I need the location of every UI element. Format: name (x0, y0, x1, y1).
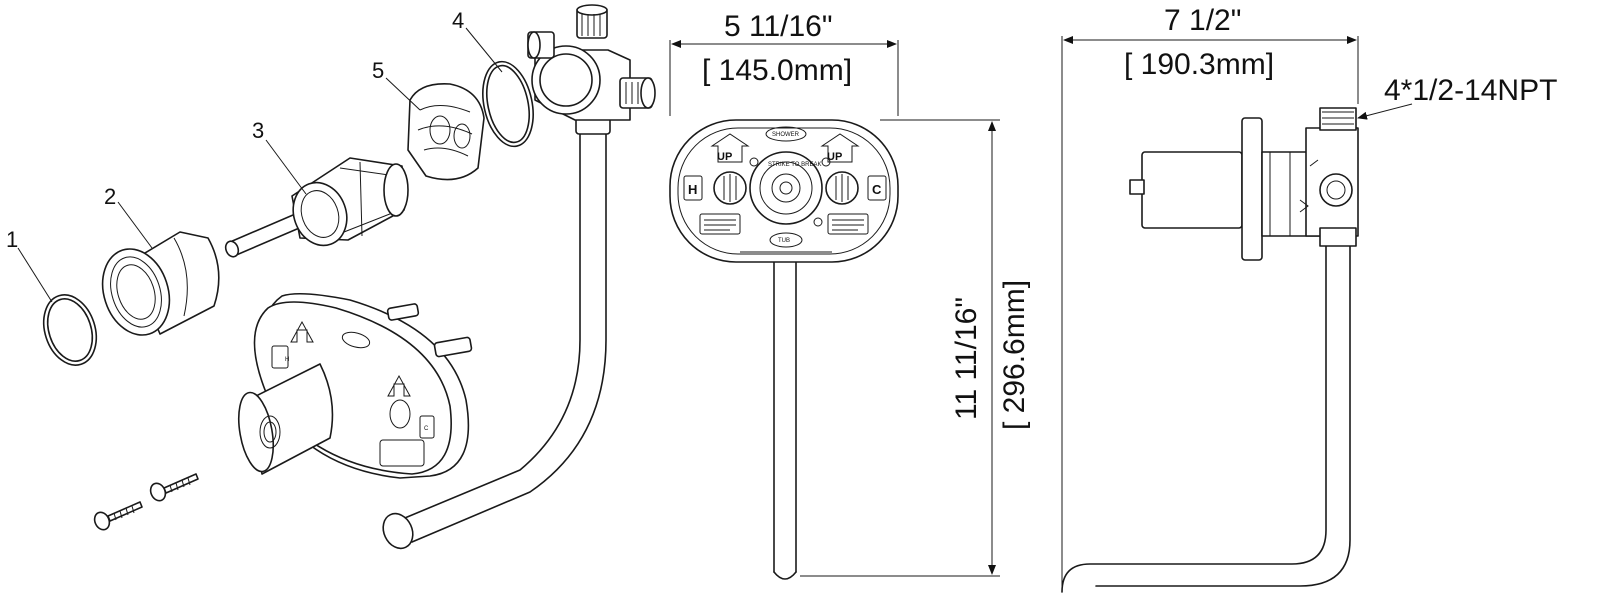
callout-1: 1 (6, 227, 18, 252)
side-depth-inches: 7 1/2" (1164, 4, 1241, 37)
valve-body (527, 4, 656, 135)
front-width-inches: 5 11/16" (724, 10, 833, 43)
up-mark-right: UP (827, 151, 842, 163)
hot-mark: H (688, 182, 697, 197)
callout-4: 4 (452, 8, 464, 33)
front-view: STRIKE TO BREAK UP UP H C SHOWER TUB (669, 10, 1031, 580)
callout-5: 5 (372, 58, 384, 83)
svg-text:STRIKE TO BREAK: STRIKE TO BREAK (768, 162, 821, 168)
height-inches: 11 11/16" (950, 297, 983, 420)
shower-mark: SHOWER (772, 132, 800, 138)
tub-mark: TUB (778, 238, 790, 244)
retainer-clip (407, 83, 485, 181)
up-mark-left: UP (717, 151, 732, 163)
svg-text:C: C (424, 426, 429, 432)
small-o-ring (42, 294, 98, 366)
side-view: 7 1/2" [ 190.3mm] 4*1/2-14NPT (1061, 4, 1557, 593)
mounting-screws (93, 473, 199, 531)
callout-2: 2 (104, 184, 116, 209)
callout-3: 3 (252, 118, 264, 143)
mounting-plate-exploded: H C (237, 292, 473, 479)
tub-outlet-pipe (382, 127, 607, 550)
valve-cartridge (224, 157, 409, 258)
seal-ring (482, 60, 534, 148)
front-width-mm: [ 145.0mm] (702, 54, 852, 87)
cold-mark: C (872, 182, 882, 197)
side-depth-mm: [ 190.3mm] (1124, 48, 1274, 81)
exploded-view: H C 1 2 3 4 5 (6, 4, 656, 550)
thread-note: 4*1/2-14NPT (1384, 74, 1557, 107)
height-mm: [ 296.6mm] (998, 280, 1031, 430)
svg-text:H: H (285, 357, 289, 363)
side-cartridge-housing (1141, 151, 1243, 229)
trim-sleeve (101, 231, 220, 336)
